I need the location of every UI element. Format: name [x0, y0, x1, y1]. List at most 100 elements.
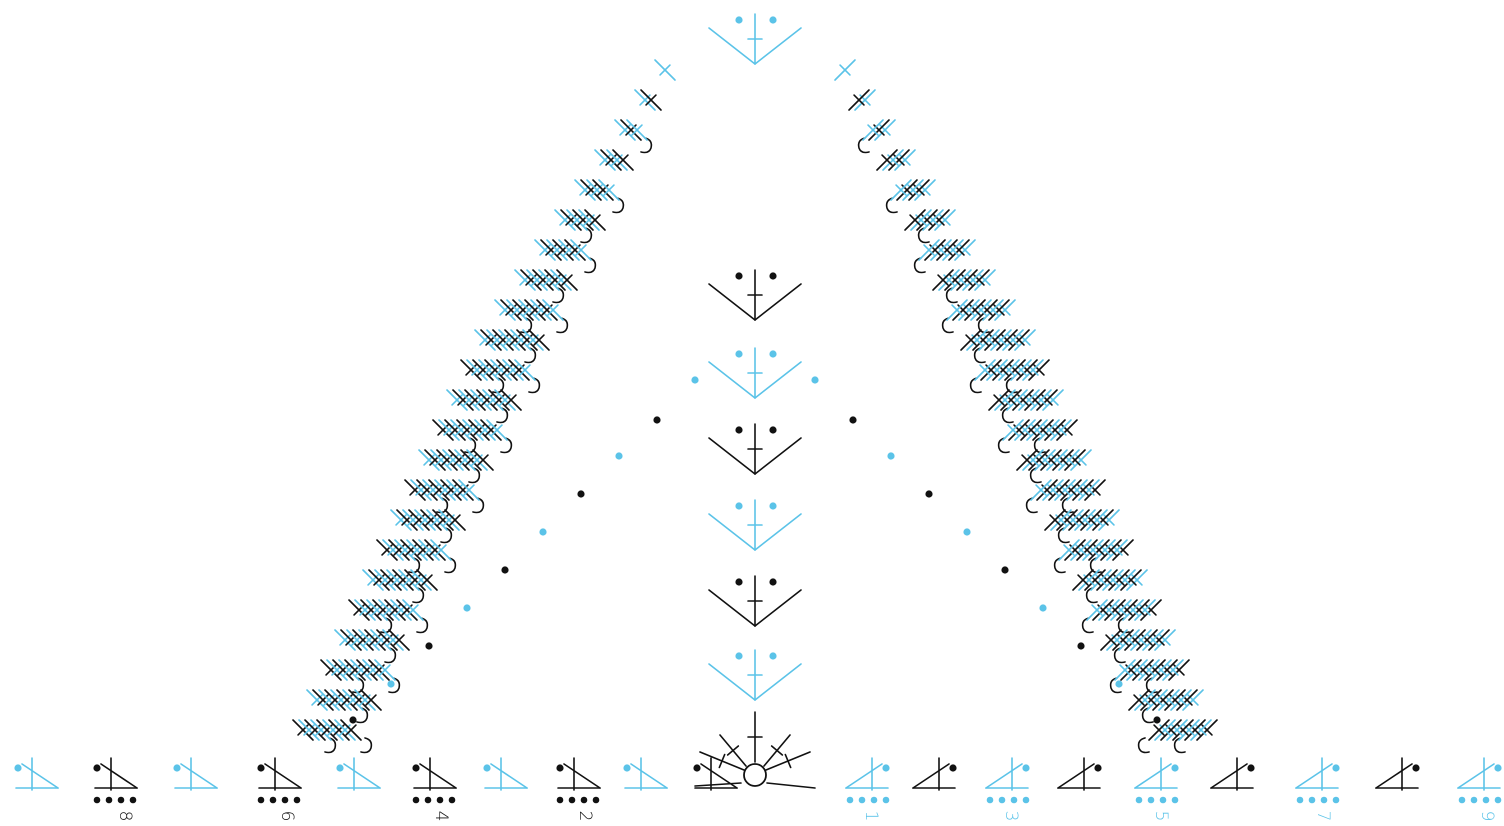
dot-stitch: [257, 764, 264, 771]
dot-stitch: [769, 272, 776, 279]
v-arm: [709, 28, 755, 64]
dot-stitch: [557, 797, 564, 804]
dot-stitch: [1023, 797, 1030, 804]
dot-stitch: [1171, 764, 1178, 771]
triangle-side: [1376, 764, 1412, 788]
dot-stitch: [1001, 566, 1008, 573]
row-number-label: 8: [115, 811, 135, 822]
dot-stitch: [130, 797, 137, 804]
dot-stitch: [14, 764, 21, 771]
dot-stitch: [1039, 604, 1046, 611]
v-arm: [755, 438, 801, 474]
dot-stitch: [282, 797, 289, 804]
dot-stitch: [593, 797, 600, 804]
dot-stitch: [735, 350, 742, 357]
shell-arc-stitch: [1139, 738, 1149, 753]
dot-stitch: [483, 764, 490, 771]
dot-stitch: [735, 578, 742, 585]
dot-stitch: [556, 764, 563, 771]
dot-stitch: [1115, 680, 1122, 687]
dot-stitch: [999, 797, 1006, 804]
dot-stitch: [1094, 764, 1101, 771]
triangle-side: [22, 764, 58, 788]
v-arm: [755, 284, 801, 320]
dot-stitch: [1247, 764, 1254, 771]
dot-stitch: [1022, 764, 1029, 771]
dot-stitch: [336, 764, 343, 771]
row-number-label: 7: [1313, 811, 1333, 822]
dot-stitch: [577, 490, 584, 497]
row-number-label: 9: [1477, 811, 1497, 822]
dot-stitch: [173, 764, 180, 771]
dot-stitch: [769, 426, 776, 433]
row-number-label: 1: [861, 811, 881, 822]
stitch-crossbar: [772, 746, 783, 755]
dot-stitch: [581, 797, 588, 804]
dot-stitch: [735, 502, 742, 509]
triangle-side: [913, 764, 949, 788]
dot-stitch: [1321, 797, 1328, 804]
dot-stitch: [1136, 797, 1143, 804]
dot-stitch: [1309, 797, 1316, 804]
dot-stitch: [769, 16, 776, 23]
row-number-label: 6: [277, 811, 297, 822]
row-number-label: 5: [1151, 811, 1171, 822]
ring-chain: [767, 783, 815, 788]
dot-stitch: [449, 797, 456, 804]
stitch-crossbar: [728, 746, 739, 755]
dot-stitch: [118, 797, 125, 804]
v-arm: [755, 514, 801, 550]
shell-arc-stitch: [361, 738, 371, 753]
dot-stitch: [735, 16, 742, 23]
dot-stitch: [882, 764, 889, 771]
triangle-side: [420, 764, 456, 788]
dot-stitch: [1332, 764, 1339, 771]
triangle-side: [101, 764, 137, 788]
dot-stitch: [94, 797, 101, 804]
v-arm: [709, 284, 755, 320]
dot-stitch: [463, 604, 470, 611]
dot-stitch: [849, 416, 856, 423]
dot-stitch: [735, 652, 742, 659]
dot-stitch: [1494, 764, 1501, 771]
triangle-side: [564, 764, 600, 788]
dot-stitch: [106, 797, 113, 804]
chart-marks: [14, 14, 1501, 803]
v-arm: [755, 664, 801, 700]
dot-stitch: [425, 642, 432, 649]
dot-stitch: [413, 797, 420, 804]
dot-stitch: [1495, 797, 1502, 804]
v-arm: [709, 438, 755, 474]
dot-stitch: [437, 797, 444, 804]
dot-stitch: [1459, 797, 1466, 804]
dot-stitch: [349, 716, 356, 723]
triangle-side: [344, 764, 380, 788]
v-arm: [755, 28, 801, 64]
dot-stitch: [1483, 797, 1490, 804]
dot-stitch: [294, 797, 301, 804]
dot-stitch: [539, 528, 546, 535]
triangle-side: [265, 764, 301, 788]
dot-stitch: [412, 764, 419, 771]
magic-ring: [744, 764, 766, 786]
v-arm: [709, 514, 755, 550]
row-labels: 864213579: [115, 811, 1497, 822]
v-arm: [709, 362, 755, 398]
row-number-label: 2: [575, 811, 595, 822]
dot-stitch: [769, 578, 776, 585]
dot-stitch: [615, 452, 622, 459]
dot-stitch: [1011, 797, 1018, 804]
dot-stitch: [1160, 797, 1167, 804]
dot-stitch: [859, 797, 866, 804]
dot-stitch: [1077, 642, 1084, 649]
dot-stitch: [691, 376, 698, 383]
dot-stitch: [769, 350, 776, 357]
dot-stitch: [735, 426, 742, 433]
dot-stitch: [769, 652, 776, 659]
triangle-side: [491, 764, 527, 788]
v-arm: [709, 664, 755, 700]
dot-stitch: [387, 680, 394, 687]
dot-stitch: [1148, 797, 1155, 804]
dot-stitch: [847, 797, 854, 804]
